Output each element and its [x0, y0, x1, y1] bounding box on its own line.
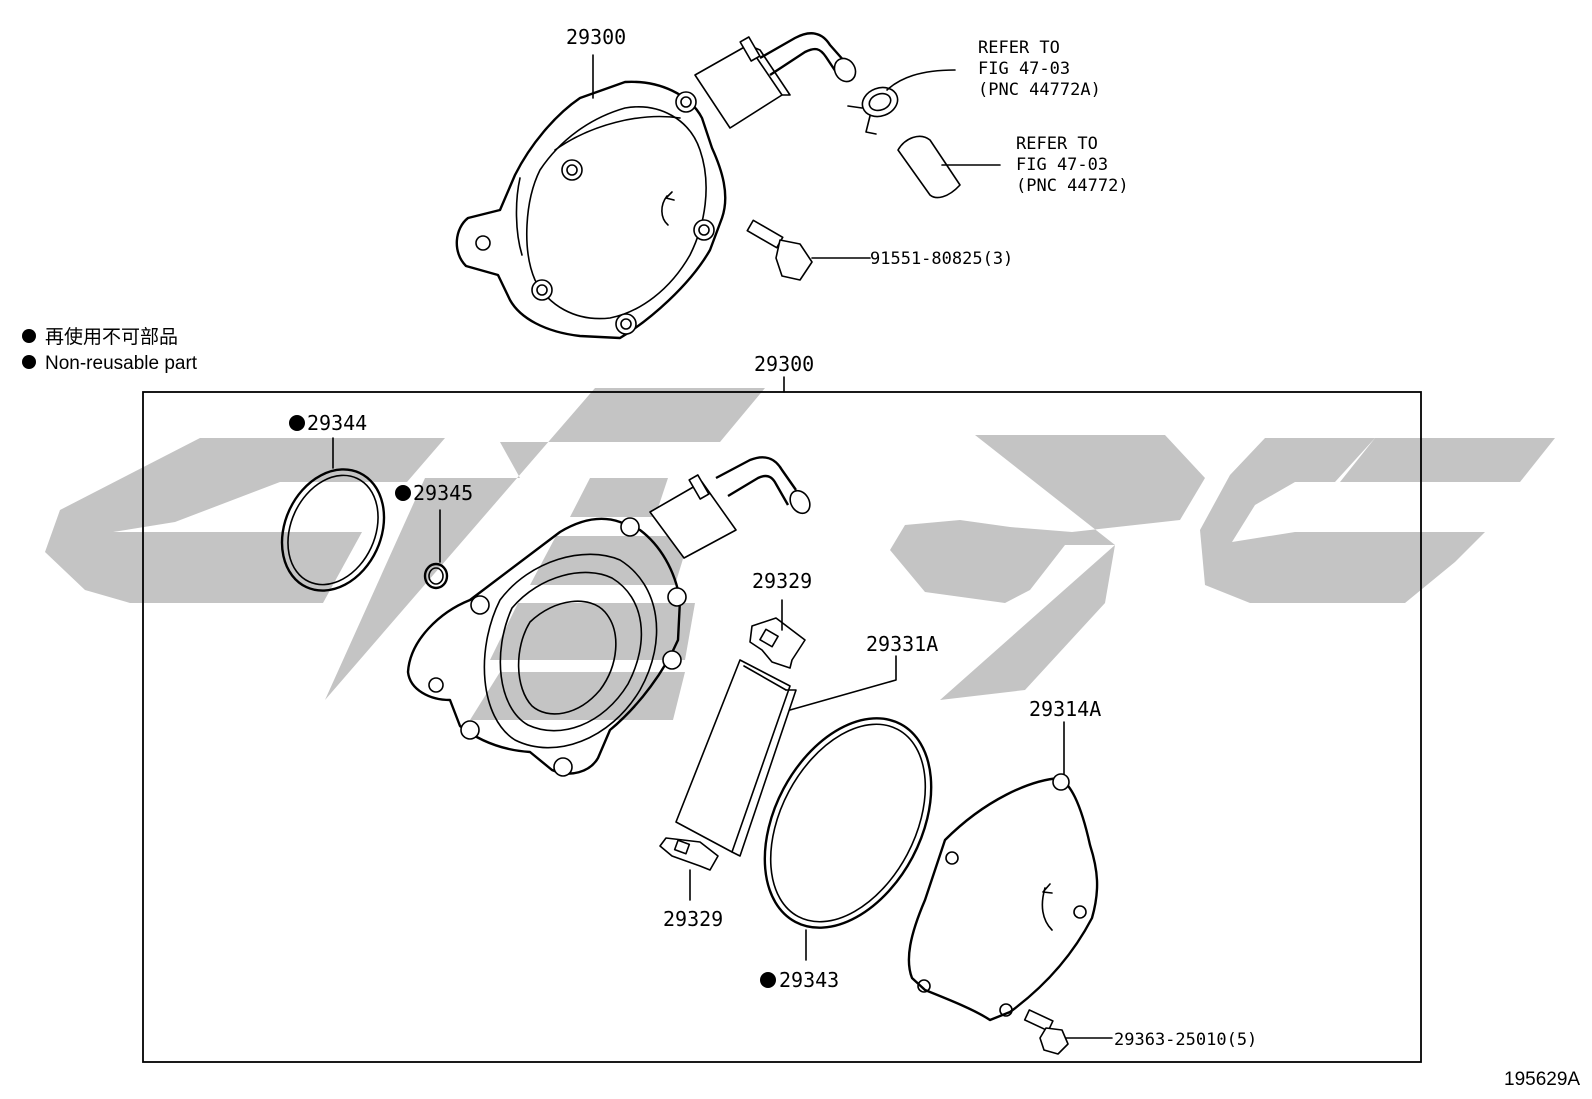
ref-2-line1: REFER TO: [1016, 134, 1098, 154]
top-pump-assembly: [455, 32, 1001, 340]
ref-1-line2: FIG 47-03: [978, 59, 1070, 79]
box-assembly-part-number: 29300: [754, 352, 814, 376]
label-oring-large: 29344: [307, 411, 367, 435]
label-oring-small: 29345: [413, 481, 473, 505]
label-screw: 29363-25010(5): [1114, 1030, 1257, 1050]
top-bolt-glyph: [746, 219, 813, 281]
legend-english: Non-reusable part: [45, 353, 198, 374]
figure-id: 195629A: [1504, 1069, 1580, 1090]
label-cover: 29314A: [1029, 697, 1101, 721]
ref-1-line3: (PNC 44772A): [978, 80, 1101, 100]
label-cap-lower: 29329: [663, 907, 723, 931]
label-vane: 29331A: [866, 632, 938, 656]
watermark-logo: [45, 388, 1555, 720]
legend-bullet-icon: [22, 355, 36, 369]
exploded-pump-drawing: [280, 437, 1113, 1055]
non-reusable-dot-icon: [289, 415, 305, 431]
cover-screw-glyph: [1023, 1009, 1069, 1055]
non-reusable-dot-icon: [760, 972, 776, 988]
ref-2-line3: (PNC 44772): [1016, 176, 1129, 196]
top-assembly-part-number: 29300: [566, 25, 626, 49]
assembly-frame: [142, 391, 1422, 1063]
legend-bullet-icon: [22, 329, 36, 343]
top-bolt-part-number: 91551-80825(3): [870, 249, 1013, 269]
ref-2-line2: FIG 47-03: [1016, 155, 1108, 175]
label-oring-cover: 29343: [779, 968, 839, 992]
label-cap-upper: 29329: [752, 569, 812, 593]
non-reusable-dot-icon: [395, 485, 411, 501]
legend-japanese: 再使用不可部品: [45, 326, 178, 348]
ref-1-line1: REFER TO: [978, 38, 1060, 58]
